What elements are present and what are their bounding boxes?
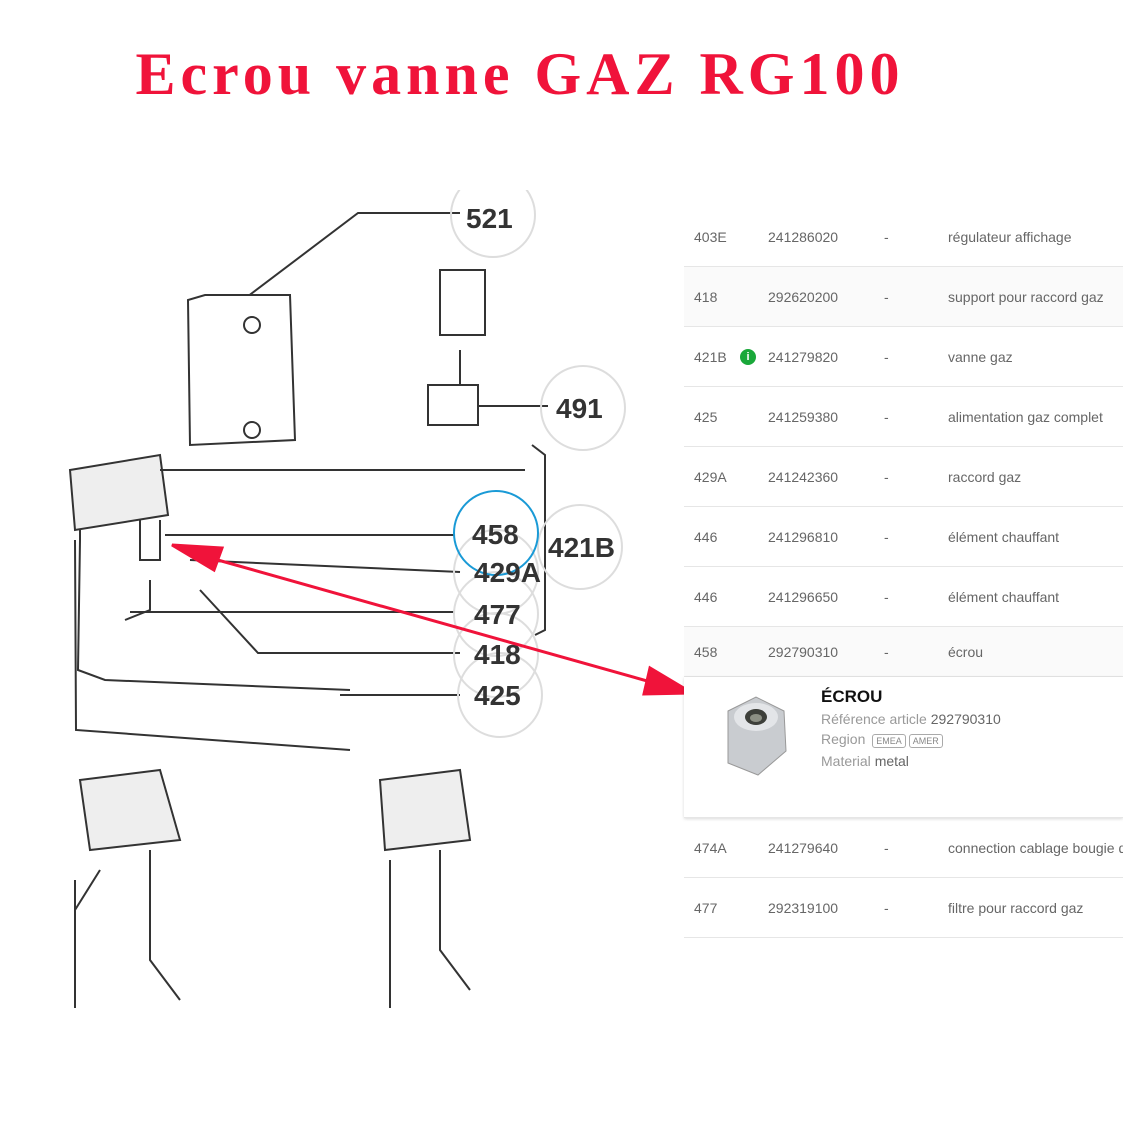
- position-cell: 446: [694, 528, 718, 545]
- position-cell: 474A: [694, 839, 727, 856]
- position-cell: 429A: [694, 468, 727, 485]
- quantity-cell: -: [884, 588, 889, 605]
- ref-label: Référence article: [821, 711, 927, 727]
- region-label: Region: [821, 731, 866, 747]
- position-cell: 477: [694, 899, 718, 916]
- table-row[interactable]: 477 292319100 - filtre pour raccord gaz: [684, 878, 1123, 938]
- info-icon[interactable]: i: [740, 348, 756, 365]
- position-cell: 458: [694, 643, 718, 660]
- material-label: Material: [821, 753, 871, 769]
- description-cell: raccord gaz: [948, 468, 1022, 485]
- ref-value: 292790310: [930, 711, 1001, 727]
- table-row[interactable]: 425 241259380 - alimentation gaz complet: [684, 387, 1123, 447]
- quantity-cell: -: [884, 228, 889, 245]
- table-row[interactable]: 421B 241279820 - vanne gaz i: [684, 327, 1123, 387]
- reference-cell: 241242360: [768, 468, 839, 485]
- reference-cell: 241296650: [768, 588, 839, 605]
- quantity-cell: -: [884, 839, 889, 856]
- table-row[interactable]: 474A 241279640 - connection cablage bougie …: [684, 818, 1123, 878]
- reference-cell: 241279820: [768, 348, 839, 365]
- description-cell: connection cablage bougie d: [948, 839, 1123, 856]
- reference-cell: 292620200: [768, 288, 839, 305]
- table-row[interactable]: 418 292620200 - support pour raccord gaz: [684, 267, 1123, 327]
- region-tag-amer: AMER: [908, 734, 943, 748]
- position-cell: 425: [694, 408, 718, 425]
- reference-cell: 292790310: [768, 643, 839, 660]
- parts-table: 403E 241286020 - régulateur affichage 418 292…: [684, 207, 1123, 938]
- reference-cell: 241286020: [768, 228, 839, 245]
- quantity-cell: -: [884, 348, 889, 365]
- part-title: ÉCROU: [821, 687, 883, 706]
- quantity-cell: -: [884, 528, 889, 545]
- callout-491: 491: [556, 393, 603, 424]
- material-value: metal: [874, 753, 909, 769]
- description-cell: élément chauffant: [948, 528, 1060, 545]
- region-tag-emea: EMEA: [872, 734, 906, 748]
- page-title: Ecrou vanne GAZ RG100: [135, 41, 905, 107]
- callout-421B: 421B: [548, 532, 615, 563]
- reference-cell: 241296810: [768, 528, 839, 545]
- exploded-parts-diagram: 521 491 458 421B 429A 477 418 425: [68, 190, 626, 1008]
- position-cell: 421B: [694, 348, 727, 365]
- callout-521: 521: [466, 203, 513, 234]
- quantity-cell: -: [884, 468, 889, 485]
- description-cell: écrou: [948, 643, 984, 660]
- callout-425: 425: [474, 680, 521, 711]
- part-detail-card: ÉCROU Référence article 292790310 Region…: [684, 677, 1123, 818]
- reference-cell: 241259380: [768, 408, 839, 425]
- table-row[interactable]: 446 241296650 - élément chauffant: [684, 567, 1123, 627]
- description-cell: alimentation gaz complet: [948, 408, 1103, 425]
- table-row[interactable]: 446 241296810 - élément chauffant: [684, 507, 1123, 567]
- callout-477: 477: [474, 599, 521, 630]
- table-row[interactable]: 403E 241286020 - régulateur affichage: [684, 207, 1123, 267]
- table-row[interactable]: 429A 241242360 - raccord gaz: [684, 447, 1123, 507]
- table-row[interactable]: 458 292790310 - écrou: [684, 627, 1123, 677]
- reference-cell: 241279640: [768, 839, 839, 856]
- quantity-cell: -: [884, 408, 889, 425]
- quantity-cell: -: [884, 643, 889, 660]
- description-cell: filtre pour raccord gaz: [948, 899, 1084, 916]
- position-cell: 446: [694, 588, 718, 605]
- position-cell: 418: [694, 288, 718, 305]
- callout-458: 458: [472, 519, 519, 550]
- description-cell: support pour raccord gaz: [948, 288, 1104, 305]
- quantity-cell: -: [884, 288, 889, 305]
- position-cell: 403E: [694, 228, 727, 245]
- description-cell: régulateur affichage: [948, 228, 1072, 245]
- description-cell: vanne gaz: [948, 348, 1013, 365]
- nut-product-image: [727, 696, 787, 776]
- callout-429A: 429A: [474, 557, 541, 588]
- quantity-cell: -: [884, 899, 889, 916]
- reference-cell: 292319100: [768, 899, 839, 916]
- description-cell: élément chauffant: [948, 588, 1060, 605]
